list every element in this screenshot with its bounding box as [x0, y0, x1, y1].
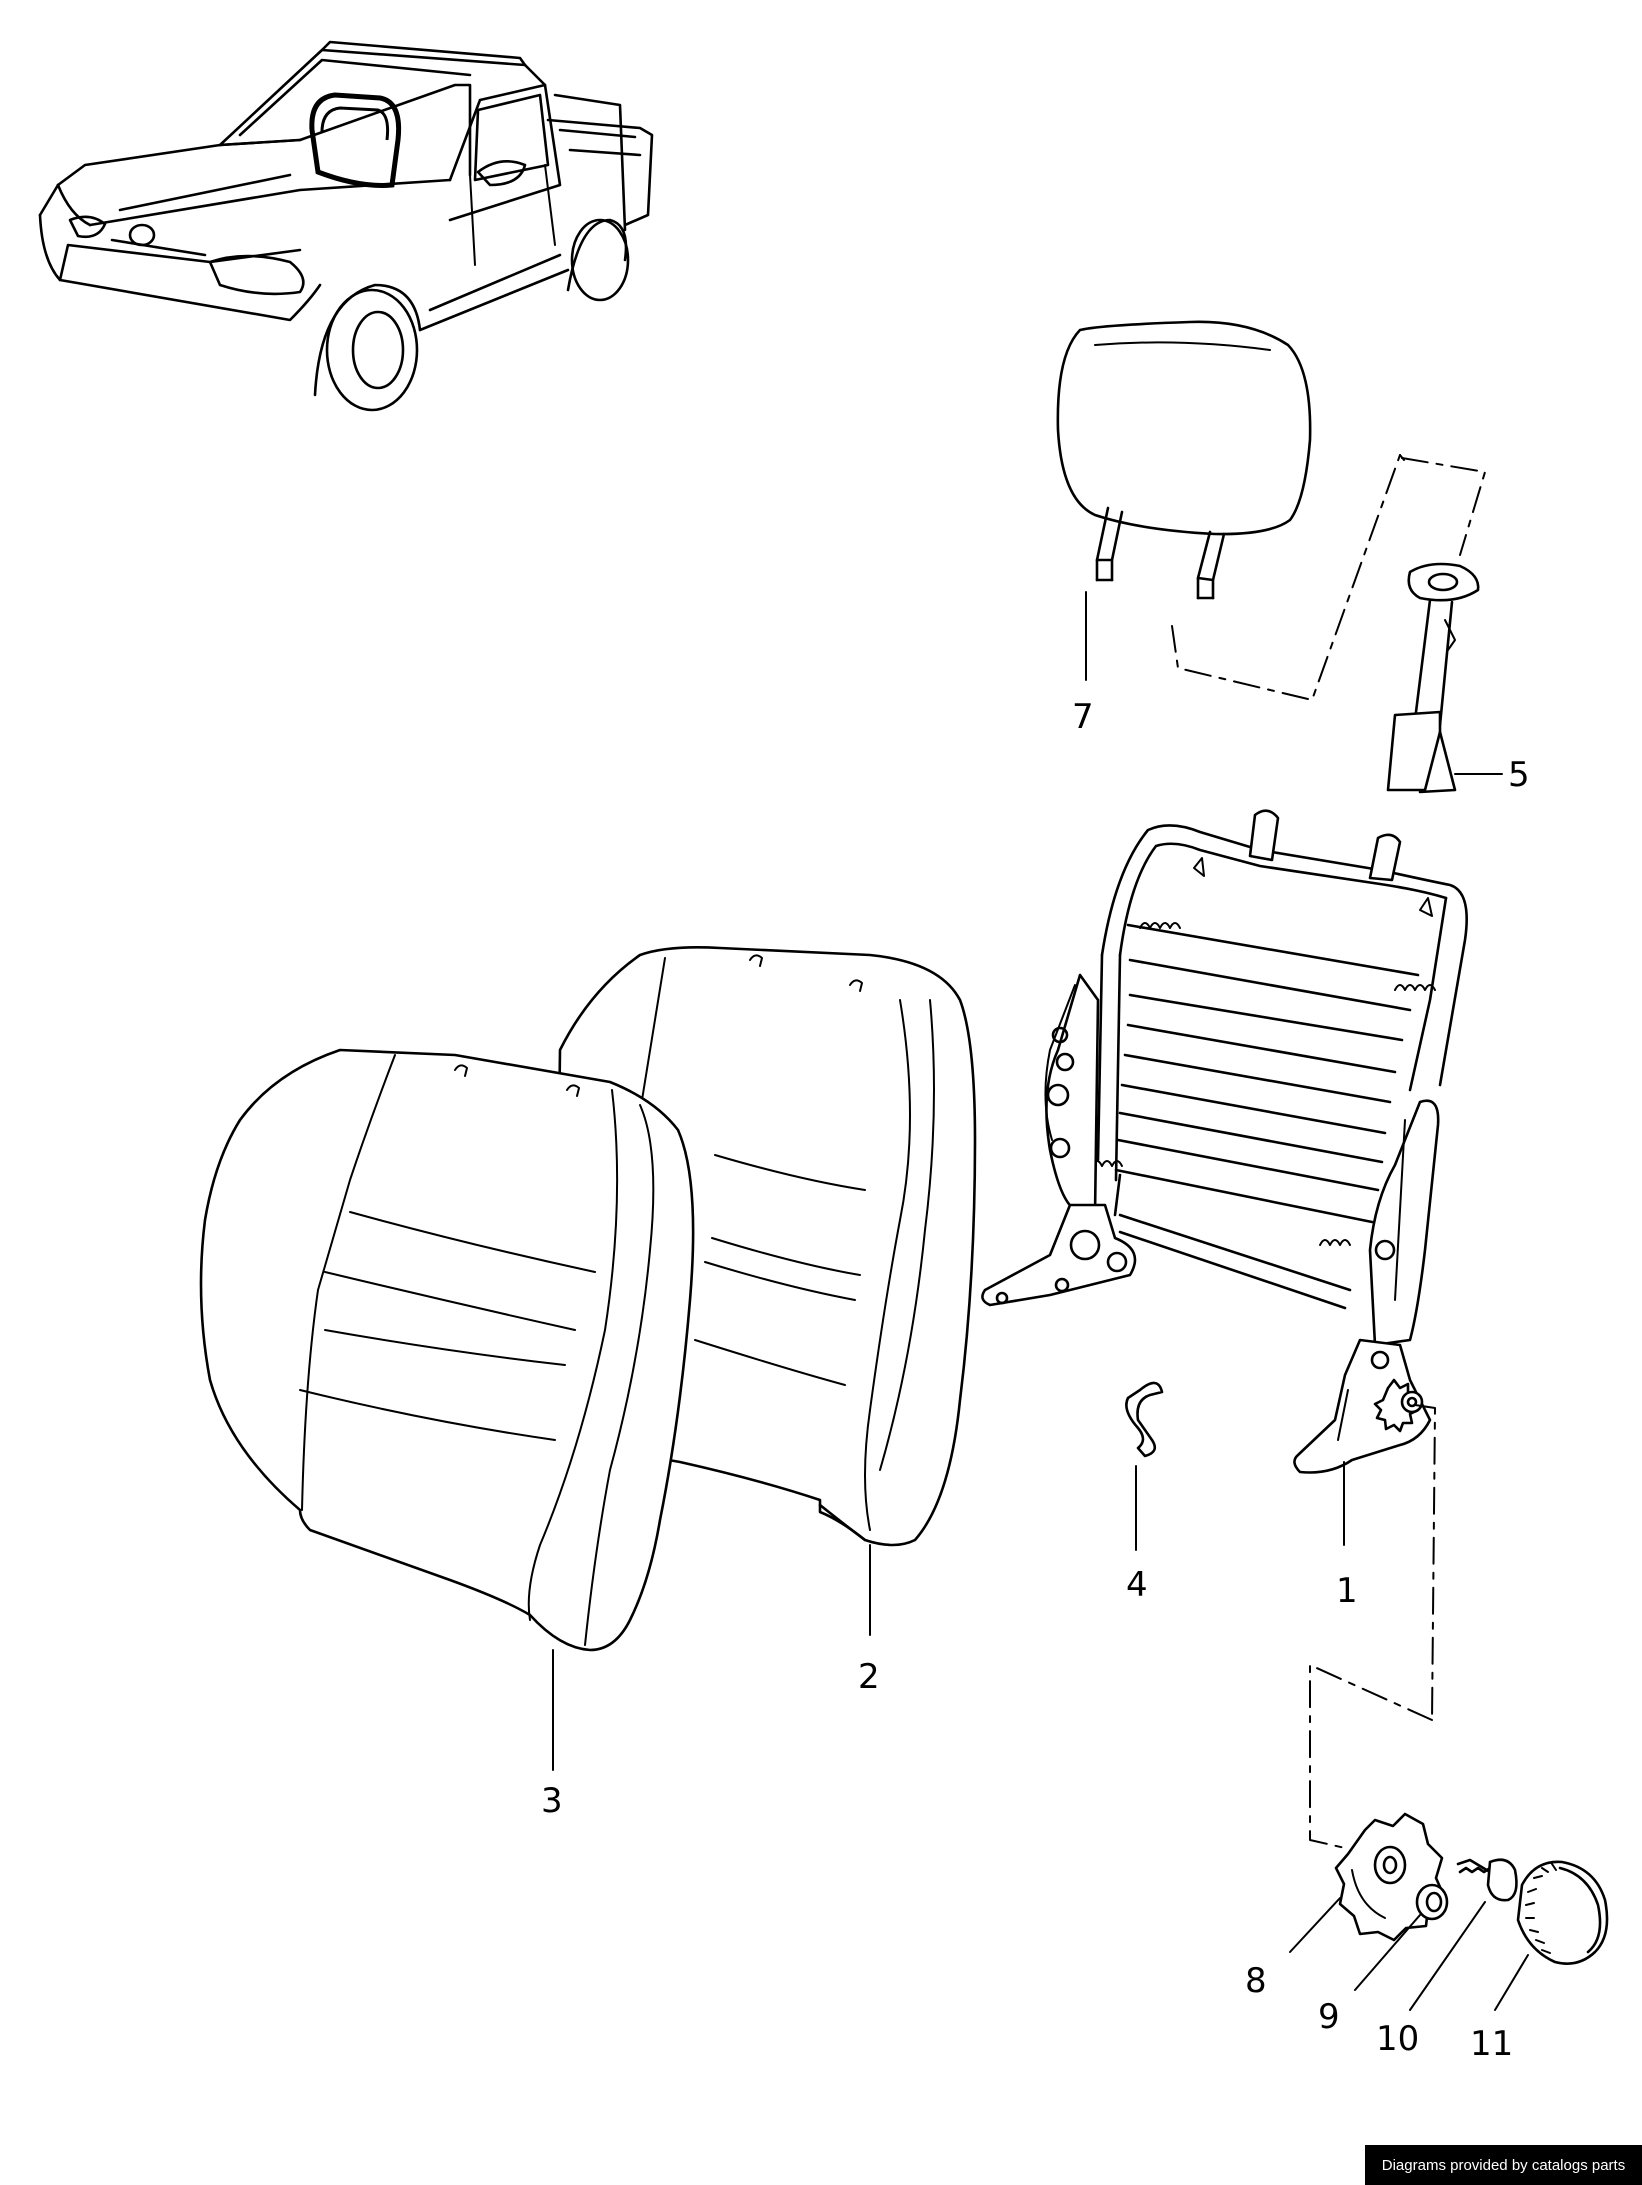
label-part-5: 5 [1508, 755, 1530, 795]
label-part-11: 11 [1470, 2024, 1513, 2064]
label-part-7: 7 [1072, 697, 1094, 737]
label-part-3: 3 [541, 1781, 563, 1821]
headrest-part-7 [1056, 320, 1312, 681]
bolt-part-10 [1409, 1858, 1518, 2011]
seat-frame-part-1 [981, 809, 1468, 1546]
label-part-8: 8 [1245, 1961, 1267, 2001]
label-part-4: 4 [1126, 1565, 1148, 1605]
clip-part-4 [1125, 1381, 1164, 1551]
vehicle-illustration [38, 40, 654, 412]
headrest-guide-part-5 [1386, 562, 1503, 794]
label-part-10: 10 [1376, 2019, 1419, 2059]
label-part-9: 9 [1318, 1997, 1340, 2037]
washer-part-9 [1354, 1883, 1449, 1991]
credit-footer: Diagrams provided by catalogs parts [1365, 2145, 1642, 2185]
handwheel-hub-part-8 [1289, 1812, 1446, 1953]
knob-part-11 [1494, 1860, 1609, 2011]
label-part-2: 2 [858, 1657, 880, 1697]
backrest-cover-part-3 [199, 1048, 695, 1771]
label-part-1: 1 [1336, 1571, 1358, 1611]
